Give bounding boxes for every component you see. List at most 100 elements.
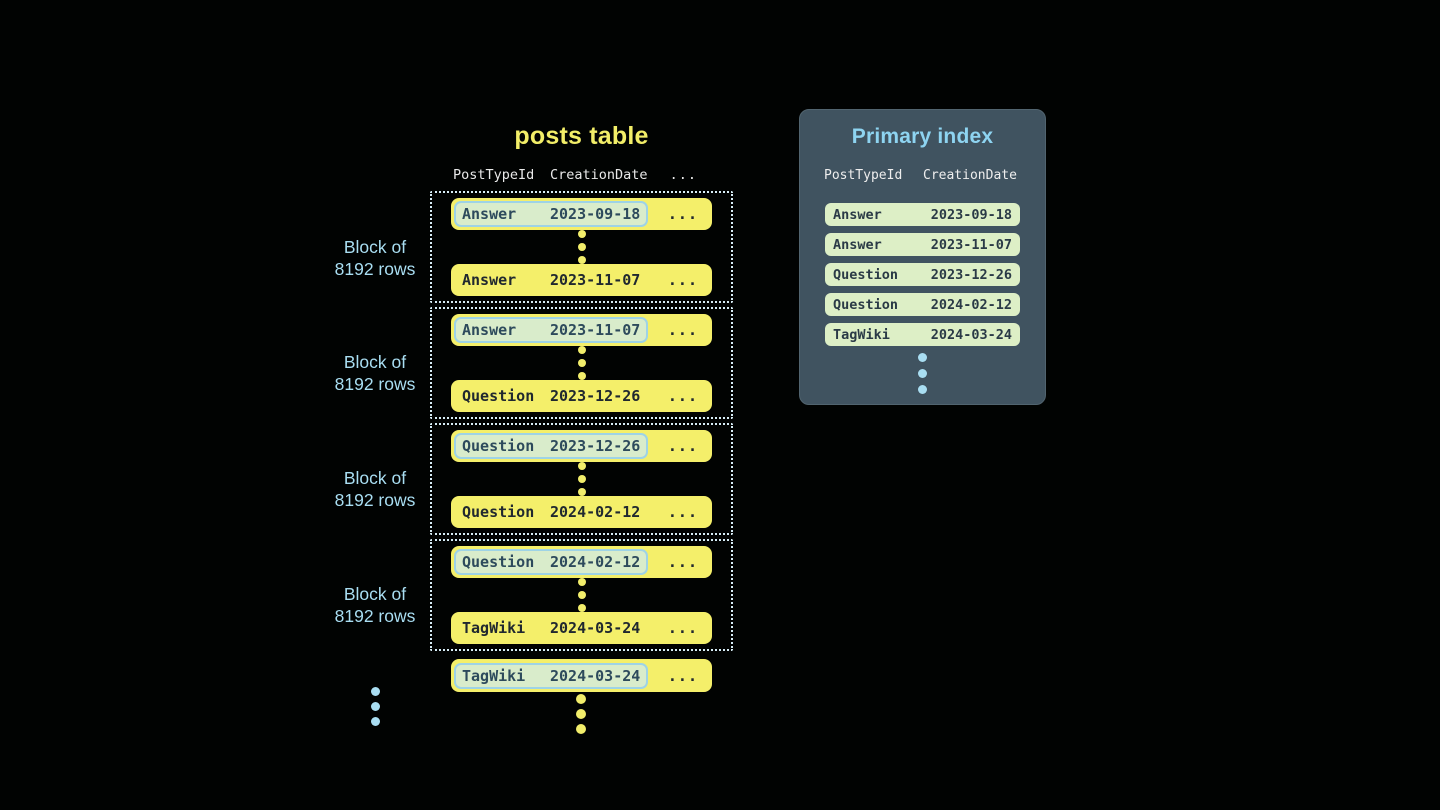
row-cells: TagWiki 2024-03-24 [454,615,648,641]
row-creationdate-value: 2024-03-24 [550,619,641,637]
table-row-last: TagWiki 2024-03-24 ... [451,612,712,644]
index-creationdate-value: 2024-02-12 [930,296,1012,313]
ellipsis-dot [918,385,927,394]
index-creationdate-value: 2023-12-26 [930,266,1012,283]
ellipsis-dot [577,591,586,599]
indexed-row-highlight: Answer 2023-11-07 [454,317,649,343]
index-continues-ellipsis [800,353,1045,394]
block-label-4: Block of 8192 rows [305,584,445,627]
row-cells: Question 2023-12-26 [454,383,648,409]
column-header-posttypeid: PostTypeId [824,168,903,183]
vertical-ellipsis [577,462,586,496]
block-label-2: Block of 8192 rows [305,352,445,395]
ellipsis-dot [577,256,586,264]
index-row: Answer 2023-11-07 [825,233,1020,256]
row-creationdate-value: 2024-03-24 [550,666,641,685]
ellipsis-dot [577,243,586,251]
index-row: Question 2024-02-12 [825,293,1020,316]
vertical-ellipsis [577,230,586,264]
ellipsis-dot [577,578,586,586]
index-row: Answer 2023-09-18 [825,203,1020,226]
table-row-first: Answer 2023-09-18 ... [451,198,712,230]
ellipsis-dot [918,369,927,378]
primary-index-rows: Answer 2023-09-18 Answer 2023-11-07 Ques… [825,203,1020,346]
row-creationdate-value: 2023-11-07 [550,271,641,289]
column-header-creationdate: CreationDate [550,167,648,183]
row-cells: Answer 2023-11-07 [454,267,648,293]
ellipsis-dot [918,353,927,362]
rows-block-2: Answer 2023-11-07 ... Question 2023-12-2… [430,307,733,419]
row-ellipsis: ... [667,205,698,223]
indexed-row-highlight: Question 2024-02-12 [454,549,649,575]
row-posttypeid-value: Answer [462,271,517,289]
ellipsis-dot [576,694,586,704]
index-posttypeid-value: Question [833,296,899,313]
table-continues-ellipsis [576,694,586,734]
row-ellipsis: ... [667,553,698,571]
row-creationdate-value: 2024-02-12 [550,503,641,521]
table-row-last: Answer 2023-11-07 ... [451,264,712,296]
block-label-line1: Block of [343,237,407,257]
block-label-line2: 8192 rows [334,489,416,510]
table-row-trailing: TagWiki 2024-03-24 ... [451,659,712,692]
row-cells: Question 2024-02-12 [454,499,648,525]
block-label-line2: 8192 rows [334,258,416,279]
table-row-first: Answer 2023-11-07 ... [451,314,712,346]
row-posttypeid-value: Question [462,437,535,455]
index-posttypeid-value: Answer [833,206,882,223]
block-label-3: Block of 8192 rows [305,468,445,511]
row-creationdate-value: 2023-09-18 [550,205,641,223]
block-label-line1: Block of [343,468,407,488]
index-row: TagWiki 2024-03-24 [825,323,1020,346]
ellipsis-dot [371,702,380,711]
row-creationdate-value: 2023-12-26 [550,437,641,455]
ellipsis-dot [577,462,586,470]
row-ellipsis: ... [667,437,698,455]
ellipsis-dot [577,346,586,354]
column-header-creationdate: CreationDate [923,168,1017,183]
block-label-line2: 8192 rows [334,373,416,394]
row-posttypeid-value: Answer [462,321,517,339]
row-ellipsis: ... [667,387,698,405]
table-row-last: Question 2023-12-26 ... [451,380,712,412]
column-header-posttypeid: PostTypeId [453,167,535,183]
row-ellipsis: ... [667,271,698,289]
index-posttypeid-value: Question [833,266,899,283]
block-label-line2: 8192 rows [334,605,416,626]
block-label-line1: Block of [343,584,407,604]
ellipsis-dot [371,717,380,726]
ellipsis-dot [577,475,586,483]
ellipsis-dot [577,604,586,612]
ellipsis-dot [577,372,586,380]
row-posttypeid-value: TagWiki [462,619,526,637]
row-posttypeid-value: Question [462,503,535,521]
row-creationdate-value: 2023-11-07 [550,321,641,339]
row-posttypeid-value: Question [462,387,535,405]
column-header-more: ... [669,167,697,183]
rows-block-4: Question 2024-02-12 ... TagWiki 2024-03-… [430,539,733,651]
blocks-continue-ellipsis [371,687,380,726]
block-label-1: Block of 8192 rows [305,237,445,280]
index-row: Question 2023-12-26 [825,263,1020,286]
row-ellipsis: ... [667,619,698,637]
posts-table-column-headers: PostTypeId CreationDate ... [453,167,705,183]
index-posttypeid-value: TagWiki [833,326,890,343]
row-posttypeid-value: TagWiki [462,666,526,685]
primary-index-column-headers: PostTypeId CreationDate [824,168,1021,183]
rows-block-3: Question 2023-12-26 ... Question 2024-02… [430,423,733,535]
primary-index-panel: Primary index PostTypeId CreationDate An… [799,109,1046,405]
index-creationdate-value: 2023-11-07 [930,236,1012,253]
row-ellipsis: ... [667,503,698,521]
row-ellipsis: ... [667,666,698,685]
row-posttypeid-value: Answer [462,205,517,223]
ellipsis-dot [371,687,380,696]
ellipsis-dot [577,488,586,496]
vertical-ellipsis [577,346,586,380]
row-posttypeid-value: Question [462,553,535,571]
posts-table-title: posts table [514,122,649,150]
index-creationdate-value: 2024-03-24 [930,326,1012,343]
ellipsis-dot [577,230,586,238]
index-creationdate-value: 2023-09-18 [930,206,1012,223]
ellipsis-dot [576,709,586,719]
block-label-line1: Block of [343,352,407,372]
